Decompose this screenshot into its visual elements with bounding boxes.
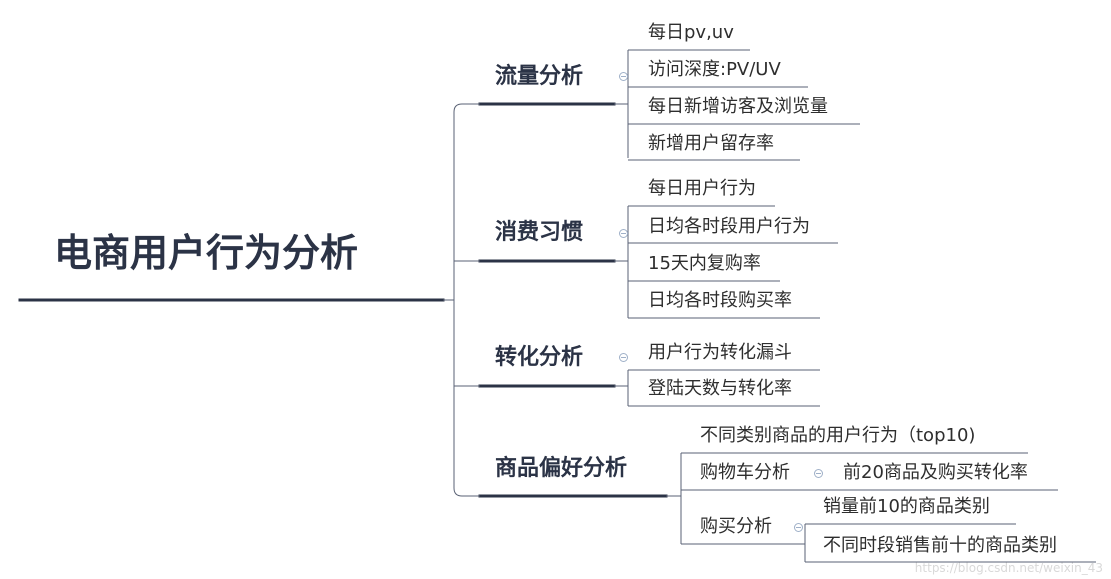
leaf-node[interactable]: 销量前10的商品类别 — [823, 496, 990, 517]
leaf-node[interactable]: 新增用户留存率 — [648, 133, 774, 154]
leaf-node[interactable]: 不同类别商品的用户行为（top10) — [700, 425, 976, 446]
leaf-node[interactable]: 用户行为转化漏斗 — [648, 342, 792, 363]
leaf-node[interactable]: 登陆天数与转化率 — [648, 378, 792, 399]
root-node[interactable]: 电商用户行为分析 — [54, 231, 359, 275]
branch-conversion-analysis[interactable]: 转化分析 — [495, 345, 584, 370]
collapse-icon[interactable] — [814, 469, 823, 478]
leaf-node[interactable]: 每日用户行为 — [648, 178, 756, 199]
sub-node-cart-analysis[interactable]: 购物车分析 — [700, 462, 790, 483]
collapse-icon[interactable] — [794, 523, 803, 532]
watermark: https://blog.csdn.net/weixin_43 — [914, 561, 1103, 575]
branch-product-preference[interactable]: 商品偏好分析 — [495, 456, 628, 481]
leaf-node[interactable]: 不同时段销售前十的商品类别 — [823, 535, 1057, 556]
leaf-node[interactable]: 日均各时段用户行为 — [648, 216, 810, 237]
leaf-node[interactable]: 15天内复购率 — [648, 253, 761, 274]
collapse-icon[interactable] — [619, 353, 628, 362]
branch-traffic-analysis[interactable]: 流量分析 — [495, 64, 584, 89]
leaf-node[interactable]: 每日新增访客及浏览量 — [648, 96, 828, 117]
collapse-icon[interactable] — [619, 229, 628, 238]
leaf-node[interactable]: 日均各时段购买率 — [648, 290, 792, 311]
leaf-node[interactable]: 访问深度:PV/UV — [648, 59, 781, 80]
sub-node-purchase-analysis[interactable]: 购买分析 — [700, 516, 772, 537]
branch-consumption-habits[interactable]: 消费习惯 — [495, 220, 584, 245]
collapse-icon[interactable] — [619, 72, 628, 81]
leaf-node[interactable]: 每日pv,uv — [648, 22, 734, 43]
leaf-node[interactable]: 前20商品及购买转化率 — [843, 462, 1028, 483]
